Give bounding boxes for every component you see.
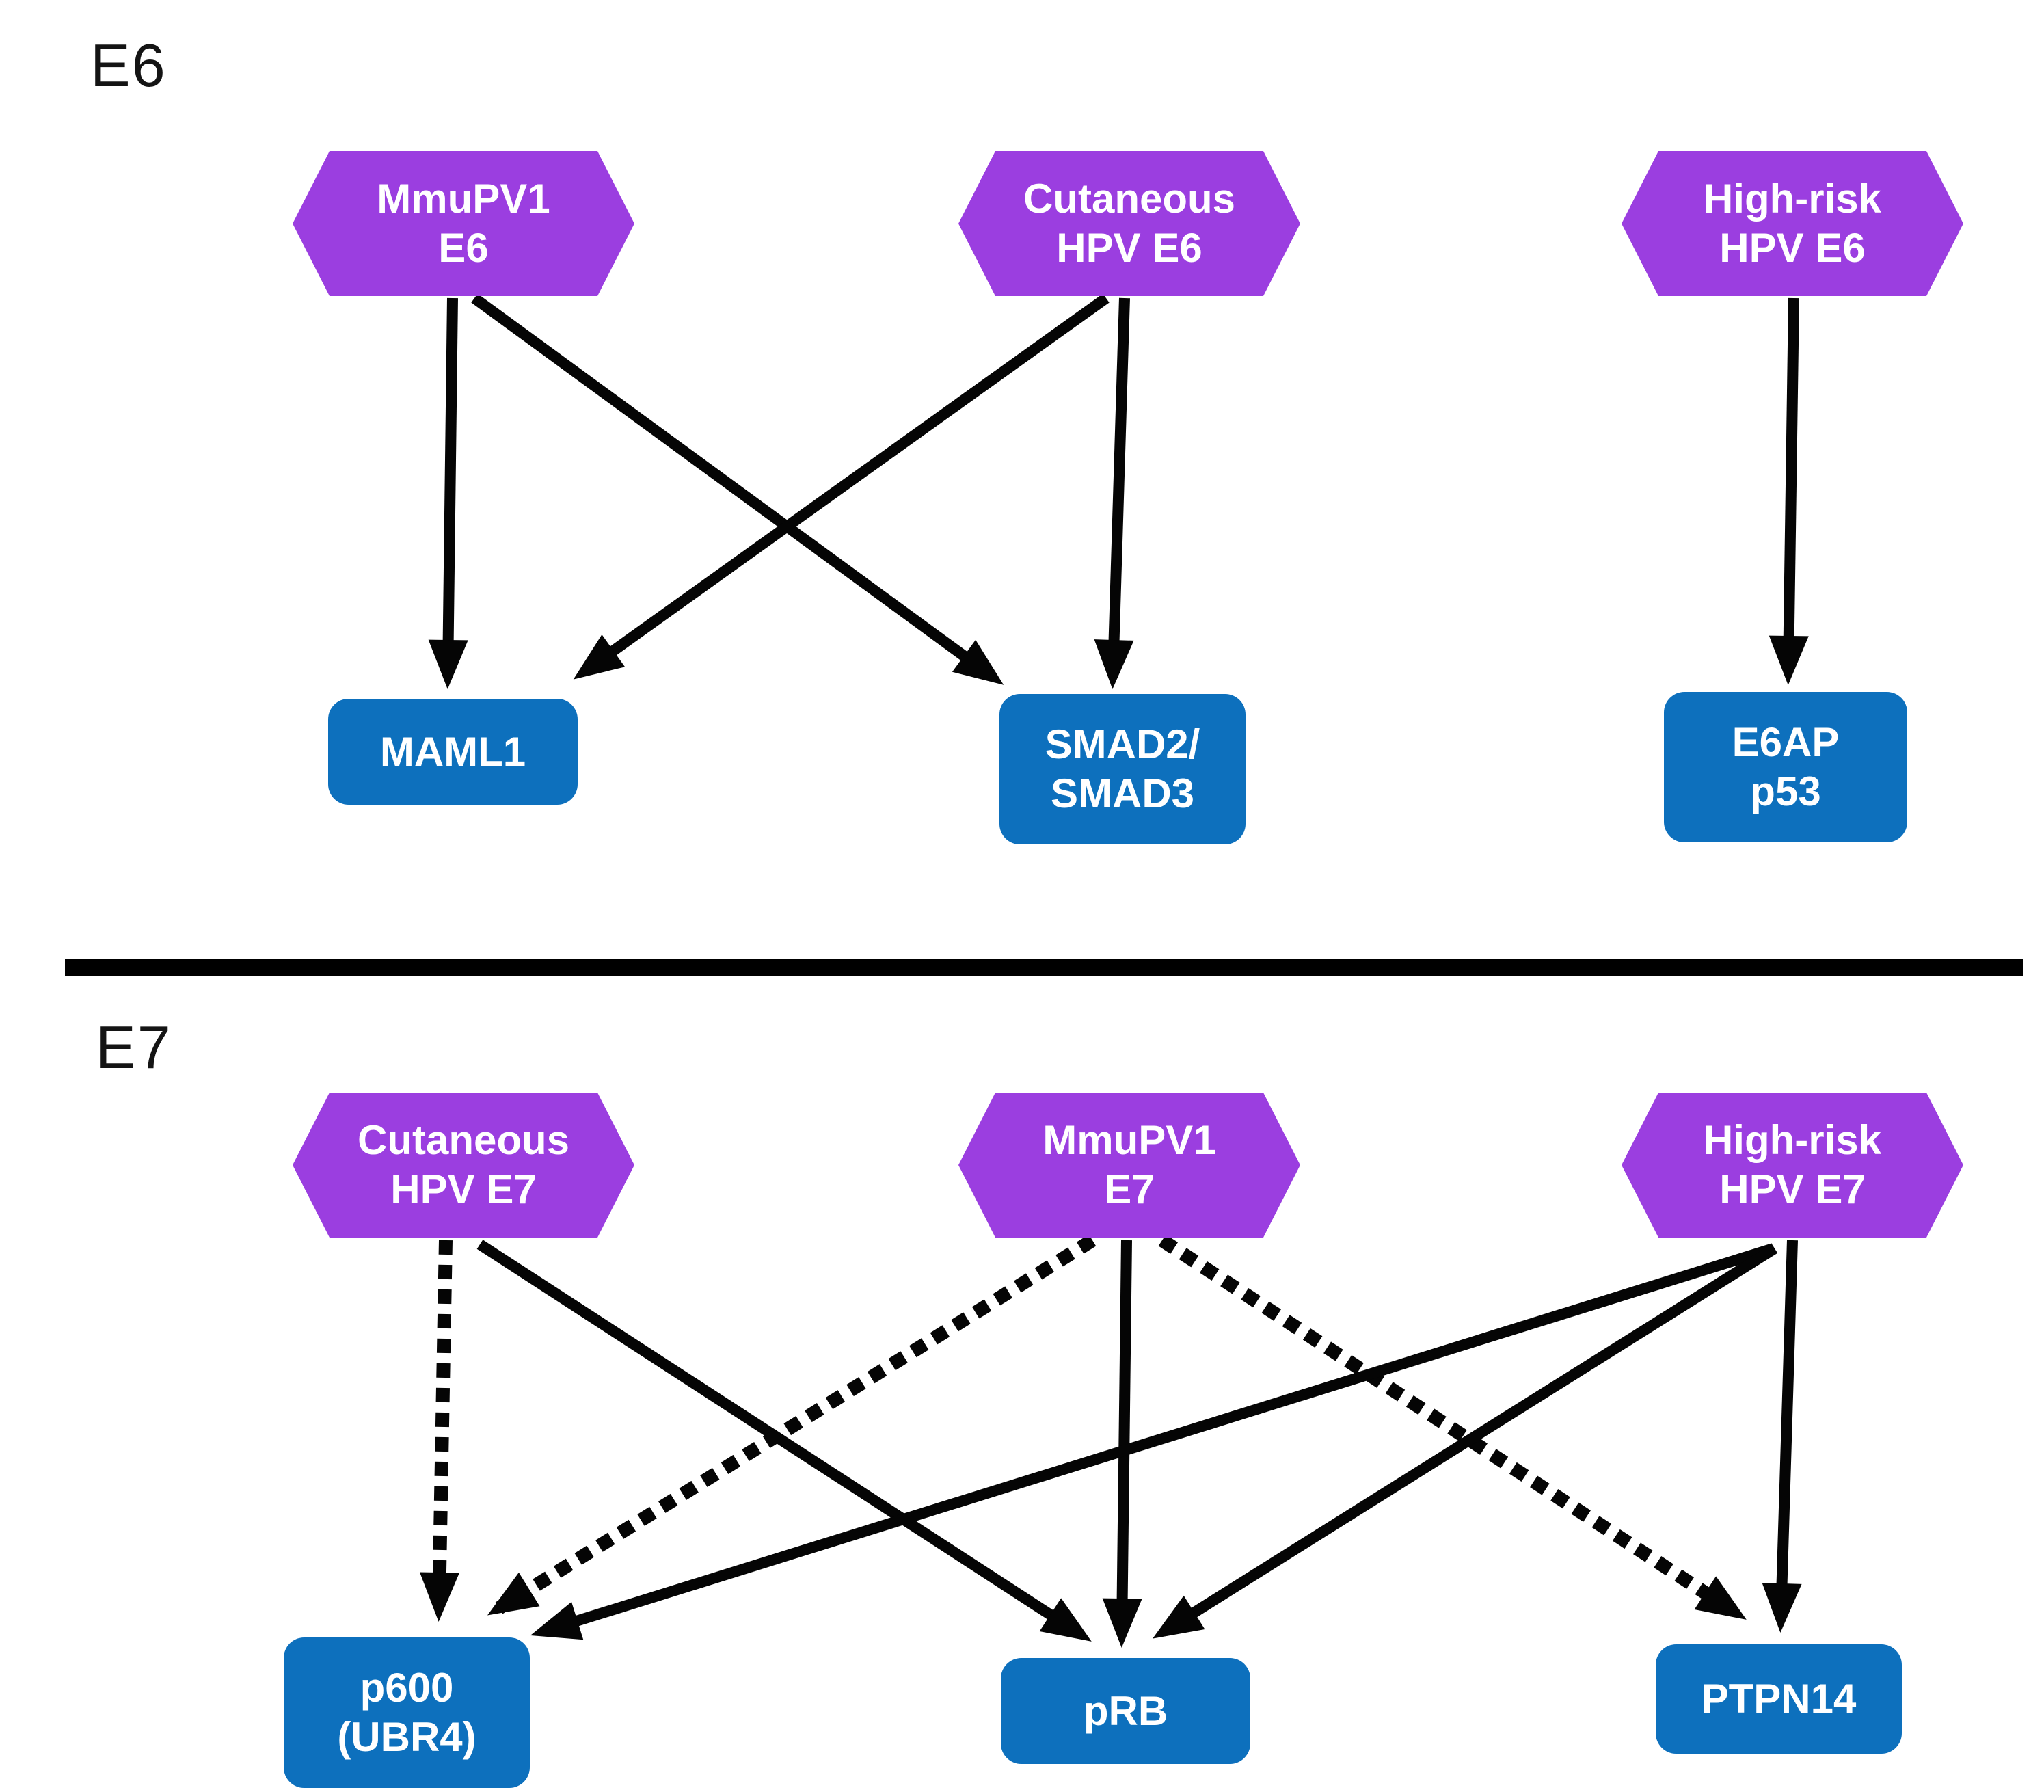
target-node-label: p600 bbox=[360, 1665, 454, 1711]
target-node-p600-ubr4: p600 (UBR4) bbox=[284, 1637, 530, 1788]
source-node-label: E7 bbox=[1104, 1166, 1155, 1212]
source-node-highrisk-hpv-e7: High-risk HPV E7 bbox=[1622, 1093, 1963, 1238]
target-node-label: PTPN14 bbox=[1701, 1676, 1857, 1722]
source-node-label: MmuPV1 bbox=[1043, 1117, 1216, 1163]
target-node-label: SMAD2/ bbox=[1045, 721, 1200, 767]
section-label-e7: E7 bbox=[96, 1013, 172, 1081]
edge-cutaneous-e6-to-maml1 bbox=[573, 293, 1110, 680]
source-node-label: High-risk bbox=[1703, 176, 1882, 222]
section-label-e6: E6 bbox=[90, 31, 167, 99]
target-node-label: p53 bbox=[1750, 768, 1821, 814]
edge-highrisk-e7-to-ptpn14 bbox=[1762, 1240, 1802, 1633]
source-node-label: E6 bbox=[438, 225, 489, 271]
section-divider bbox=[65, 959, 2023, 976]
source-node-label: HPV E7 bbox=[1719, 1166, 1866, 1212]
edge-highrisk-e7-to-prb bbox=[1153, 1244, 1778, 1639]
target-node-ptpn14: PTPN14 bbox=[1656, 1644, 1902, 1754]
source-node-label: Cutaneous bbox=[1023, 176, 1236, 222]
target-node-label: SMAD3 bbox=[1050, 771, 1195, 816]
target-node-label: (UBR4) bbox=[337, 1714, 476, 1760]
source-node-mmupv1-e7: MmuPV1 E7 bbox=[958, 1093, 1300, 1238]
source-node-cutaneous-hpv-e6: Cutaneous HPV E6 bbox=[958, 151, 1300, 296]
edge-mmupv1-e6-to-maml1 bbox=[428, 297, 468, 689]
source-node-label: MmuPV1 bbox=[377, 176, 550, 222]
source-node-label: High-risk bbox=[1703, 1117, 1882, 1163]
source-node-highrisk-hpv-e6: High-risk HPV E6 bbox=[1622, 151, 1963, 296]
source-node-label: HPV E7 bbox=[390, 1166, 537, 1212]
source-node-label: Cutaneous bbox=[357, 1117, 570, 1163]
edge-mmupv1-e7-to-prb bbox=[1102, 1240, 1142, 1648]
target-node-label: E6AP bbox=[1732, 719, 1840, 765]
edge-highrisk-e7-to-p600 bbox=[530, 1243, 1775, 1640]
source-node-mmupv1-e6: MmuPV1 E6 bbox=[293, 151, 634, 296]
source-node-label: HPV E6 bbox=[1719, 225, 1866, 271]
target-node-smad2-smad3: SMAD2/ SMAD3 bbox=[999, 694, 1246, 844]
source-node-label: HPV E6 bbox=[1056, 225, 1202, 271]
edge-mmupv1-e6-to-smad bbox=[471, 293, 1004, 685]
target-node-e6ap-p53: E6AP p53 bbox=[1664, 692, 1907, 842]
edge-mmupv1-e7-to-ptpn14 bbox=[1158, 1234, 1747, 1620]
edge-highrisk-e6-to-e6ap bbox=[1769, 297, 1809, 685]
target-node-prb: pRB bbox=[1001, 1658, 1250, 1764]
target-node-maml1: MAML1 bbox=[328, 699, 578, 805]
target-node-label: pRB bbox=[1083, 1687, 1168, 1734]
source-node-cutaneous-hpv-e7: Cutaneous HPV E7 bbox=[293, 1093, 634, 1238]
target-node-label: MAML1 bbox=[379, 728, 526, 775]
edge-cutaneous-e6-to-smad bbox=[1094, 297, 1134, 689]
edge-mmupv1-e7-to-p600 bbox=[487, 1234, 1097, 1616]
edge-cutaneous-e7-to-p600 bbox=[419, 1240, 459, 1622]
